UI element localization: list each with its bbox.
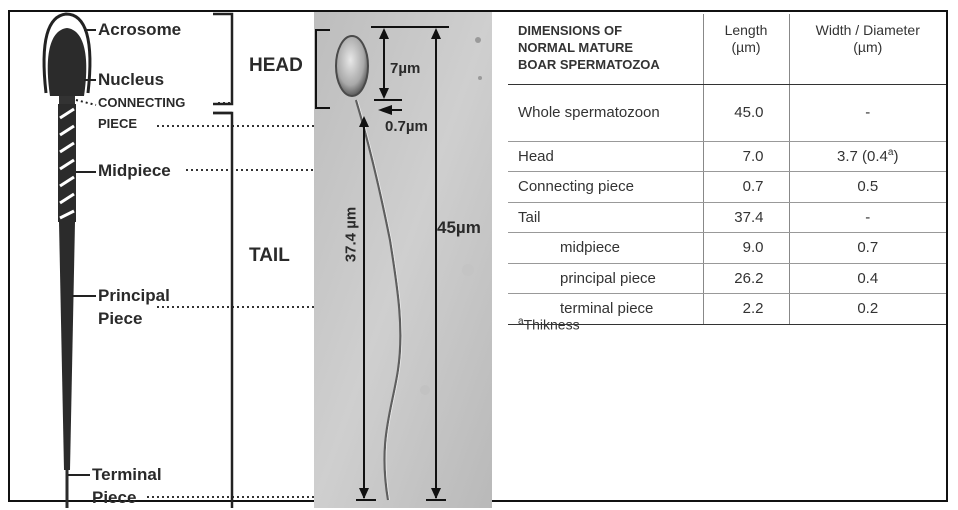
table-title: DIMENSIONS OF NORMAL MATURE BOAR SPERMAT… bbox=[508, 14, 703, 84]
cell-width: 0.4 bbox=[789, 263, 946, 294]
cell-part-name: Tail bbox=[508, 202, 703, 233]
connecting-leader bbox=[76, 100, 96, 105]
label-nucleus: Nucleus bbox=[98, 70, 164, 90]
tail-bracket-left bbox=[213, 113, 232, 508]
column-header-unit: (µm) bbox=[790, 39, 947, 56]
cell-width: - bbox=[789, 202, 946, 233]
micrograph bbox=[314, 12, 492, 508]
cell-length: 9.0 bbox=[703, 233, 789, 264]
column-header-text: Length bbox=[704, 22, 789, 39]
cell-width: 0.2 bbox=[789, 294, 946, 325]
measure-total-length: 45µm bbox=[437, 218, 481, 238]
label-midpiece: Midpiece bbox=[98, 161, 171, 181]
connecting-piece-shape bbox=[59, 96, 75, 104]
cell-length: 2.2 bbox=[703, 294, 789, 325]
cell-width: 0.7 bbox=[789, 233, 946, 264]
cell-part-name: midpiece bbox=[508, 233, 703, 264]
table-title-line: BOAR SPERMATOZOA bbox=[518, 56, 703, 73]
cell-width: 3.7 (0.4a) bbox=[789, 141, 946, 172]
head-bracket-left bbox=[213, 14, 232, 104]
measure-tail-length: 37.4 µm bbox=[343, 200, 360, 270]
region-tail: TAIL bbox=[249, 245, 290, 267]
label-connecting-1: CONNECTING bbox=[98, 95, 185, 110]
nucleus-shape bbox=[48, 28, 87, 96]
cell-part-name: Whole spermatozoon bbox=[508, 84, 703, 141]
dimensions-table: DIMENSIONS OF NORMAL MATURE BOAR SPERMAT… bbox=[508, 14, 946, 325]
cell-part-name: Head bbox=[508, 141, 703, 172]
cell-length: 45.0 bbox=[703, 84, 789, 141]
region-brackets bbox=[213, 14, 232, 508]
region-head: HEAD bbox=[249, 55, 303, 77]
micrograph-sperm-head bbox=[336, 36, 368, 96]
principal-piece-shape bbox=[59, 222, 75, 470]
label-terminal-2: Piece bbox=[92, 488, 136, 508]
label-connecting-2: PIECE bbox=[98, 116, 137, 131]
cell-width: 0.5 bbox=[789, 172, 946, 203]
column-header-text: Width / Diameter bbox=[790, 22, 947, 39]
table-footnote: aThikness bbox=[518, 316, 580, 333]
cell-part-name: Connecting piece bbox=[508, 172, 703, 203]
label-principal-2: Piece bbox=[98, 309, 142, 329]
measure-connecting-length: 0.7µm bbox=[385, 118, 428, 135]
label-principal-1: Principal bbox=[98, 286, 170, 306]
footnote-text: Thikness bbox=[524, 317, 580, 333]
column-header-width: Width / Diameter (µm) bbox=[789, 14, 946, 84]
cell-width: - bbox=[789, 84, 946, 141]
column-header-length: Length (µm) bbox=[703, 14, 789, 84]
cell-length: 0.7 bbox=[703, 172, 789, 203]
table-title-line: NORMAL MATURE bbox=[518, 39, 703, 56]
cell-part-name: principal piece bbox=[508, 263, 703, 294]
column-header-unit: (µm) bbox=[704, 39, 789, 56]
measure-head-length: 7µm bbox=[390, 60, 420, 77]
table-title-line: DIMENSIONS OF bbox=[518, 22, 703, 39]
cell-length: 37.4 bbox=[703, 202, 789, 233]
cell-length: 7.0 bbox=[703, 141, 789, 172]
footnote-ref: a bbox=[888, 147, 894, 158]
table-header-row: DIMENSIONS OF NORMAL MATURE BOAR SPERMAT… bbox=[508, 14, 946, 84]
cell-length: 26.2 bbox=[703, 263, 789, 294]
sperm-drawing bbox=[44, 14, 90, 508]
label-acrosome: Acrosome bbox=[98, 20, 181, 40]
label-terminal-1: Terminal bbox=[92, 465, 162, 485]
